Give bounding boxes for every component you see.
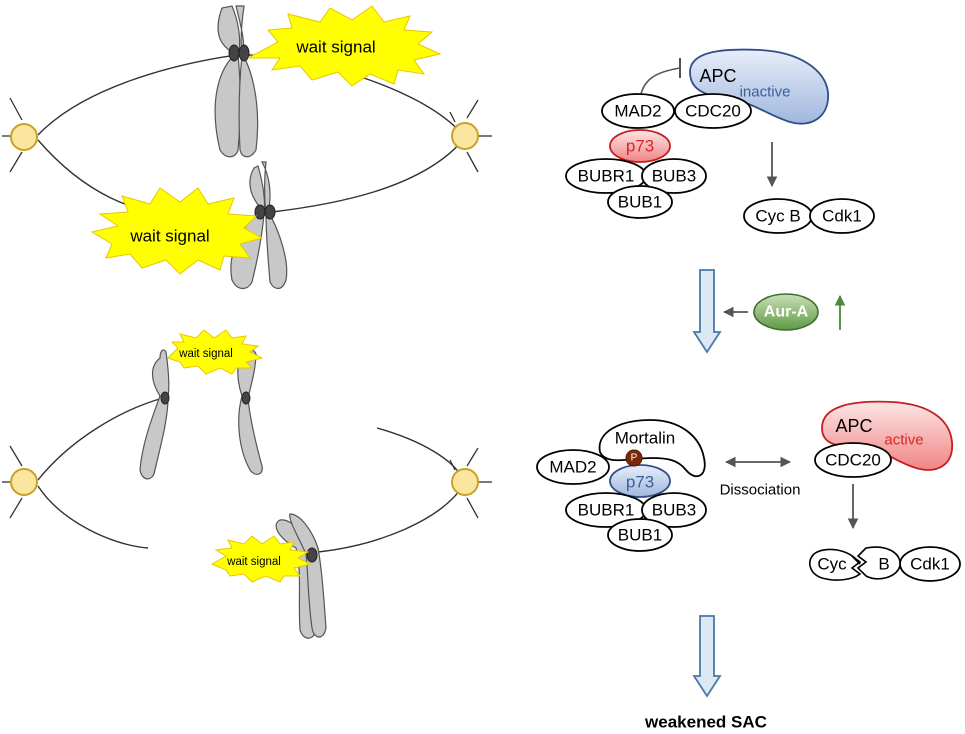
- bottom-cell: wait signal wait signal: [2, 329, 492, 639]
- aur-a-label: Aur-A: [764, 304, 809, 321]
- mortalin-protein: Mortalin: [598, 419, 706, 478]
- cdc20-label: CDC20: [685, 102, 741, 121]
- outcome: weakened SAC: [644, 615, 767, 732]
- p73-label: p73: [626, 473, 654, 492]
- left-pole: [2, 97, 38, 173]
- bubr1-protein: BUBR1: [565, 158, 647, 194]
- bub3-label: BUB3: [652, 501, 696, 520]
- pathway-top: APC inactive MAD2 CDC20 p73 BUBR1 BUB3 B…: [565, 48, 875, 234]
- cdc20-label: CDC20: [825, 451, 881, 470]
- pathway-bottom: Mortalin MAD2 p73 P BUBR1 BUB3 BUB1 Diss…: [536, 400, 961, 582]
- mad2-protein: MAD2: [601, 93, 675, 129]
- left-pole-bottom: [2, 445, 38, 519]
- big-arrow-down: [692, 615, 722, 698]
- wait-signal-upper: wait signal: [247, 5, 442, 87]
- spindle-fiber: [317, 485, 464, 553]
- bub1-label: BUB1: [618, 526, 662, 545]
- bubr1-protein: BUBR1: [565, 492, 647, 528]
- apc-state-label: inactive: [740, 84, 791, 101]
- mad2-label: MAD2: [614, 102, 661, 121]
- chromosome-right: [237, 349, 263, 475]
- middle-transition: Aur-A: [692, 269, 846, 354]
- p73-protein: p73: [609, 464, 671, 498]
- wait-signal-bottom: wait signal: [210, 535, 312, 583]
- aur-a-kinase: Aur-A: [753, 293, 819, 331]
- mad2-protein: MAD2: [536, 449, 610, 485]
- bub1-label: BUB1: [618, 193, 662, 212]
- bubr1-label: BUBR1: [578, 501, 635, 520]
- wait-signal-label: wait signal: [295, 38, 375, 57]
- bub3-protein: BUB3: [641, 158, 707, 194]
- spindle-fiber: [271, 139, 464, 213]
- chromosome-diagonal: [275, 513, 327, 639]
- apc-label: APC: [699, 66, 736, 86]
- p73-label: p73: [626, 137, 654, 156]
- bub3-protein: BUB3: [641, 492, 707, 528]
- cdc20-protein: CDC20: [814, 442, 892, 478]
- phospho-label: P: [631, 453, 638, 464]
- big-arrow-down: [692, 269, 722, 354]
- wait-signal-top: wait signal: [167, 329, 264, 375]
- spindle-fiber: [37, 485, 149, 549]
- apc-state-label: active: [884, 432, 923, 449]
- cyc-b-protein: Cyc B: [743, 198, 813, 234]
- cdk1-label: Cdk1: [822, 207, 862, 226]
- chromosome-left: [139, 349, 170, 480]
- right-pole-bottom: [449, 447, 492, 519]
- wait-signal-label: wait signal: [178, 348, 233, 360]
- cdk1-protein: Cdk1: [809, 198, 875, 234]
- top-cell: wait signal wait signal: [2, 5, 492, 290]
- bub1-protein: BUB1: [607, 185, 673, 219]
- wait-signal-label: wait signal: [226, 556, 281, 568]
- cdk1-protein: Cdk1: [899, 546, 961, 582]
- cdk1-label: Cdk1: [910, 555, 950, 574]
- phospho-badge: P: [625, 449, 643, 467]
- bub3-label: BUB3: [652, 167, 696, 186]
- mortalin-label: Mortalin: [615, 429, 675, 448]
- bub1-protein: BUB1: [607, 518, 673, 552]
- wait-signal-label: wait signal: [129, 227, 209, 246]
- right-pole: [449, 99, 492, 173]
- wait-signal-lower: wait signal: [90, 187, 264, 275]
- mad2-label: MAD2: [549, 458, 596, 477]
- spindle-fiber: [37, 397, 164, 481]
- dissociation-label: Dissociation: [720, 482, 801, 499]
- cyc-b-degraded: Cyc B: [809, 546, 901, 581]
- weakened-sac-label: weakened SAC: [644, 713, 767, 732]
- spindle-fiber: [376, 427, 464, 481]
- chromosome-upper: [214, 5, 259, 158]
- b-label: B: [878, 555, 889, 574]
- chromosome-lower: [230, 161, 288, 290]
- cyc-b-label: Cyc B: [755, 207, 800, 226]
- spindle-fiber: [37, 54, 237, 136]
- cdc20-protein: CDC20: [674, 93, 752, 129]
- apc-label: APC: [835, 416, 872, 436]
- p73-protein: p73: [609, 129, 671, 163]
- cyc-label: Cyc: [817, 555, 847, 574]
- bubr1-label: BUBR1: [578, 167, 635, 186]
